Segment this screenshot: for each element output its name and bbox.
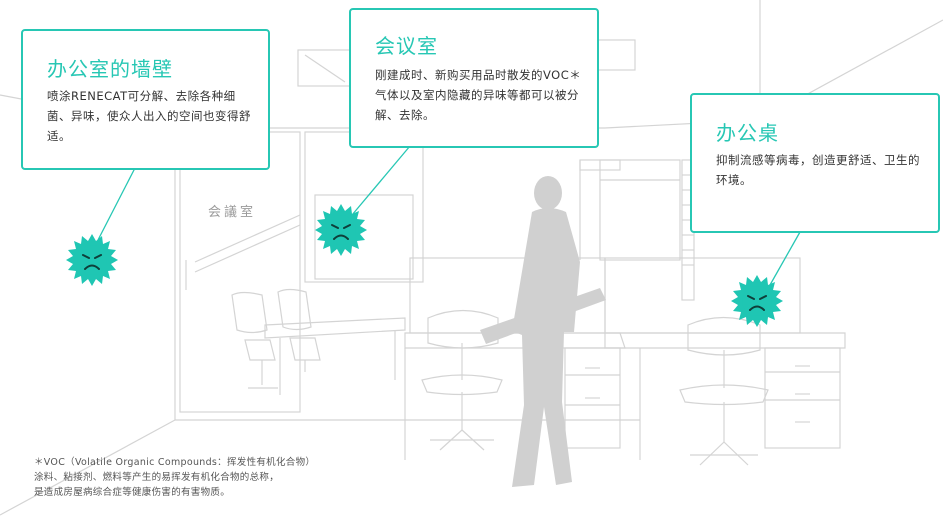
callout-meeting-room: 会议室 刚建成时、新购买用品时散发的VOC＊气体以及室内隐藏的异味等都可以被分解… <box>349 8 599 148</box>
voc-footnote: ＊VOC（Volatile Organic Compounds：挥发性有机化合物… <box>34 455 315 500</box>
callout-title: 会议室 <box>375 34 438 58</box>
callout-title: 办公室的墙壁 <box>47 57 173 81</box>
callout-body: 刚建成时、新购买用品时散发的VOC＊气体以及室内隐藏的异味等都可以被分解、去除。 <box>375 68 582 122</box>
footnote-line: 涂料、粘接剂、燃料等产生的易挥发有机化合物的总称， <box>34 472 280 483</box>
germ-icon <box>66 234 118 286</box>
germ-icon <box>315 204 367 256</box>
callout-office-wall: 办公室的墙壁 喷涂RENECAT可分解、去除各种细菌、异味，使众人出入的空间也变… <box>21 29 270 170</box>
footnote-line: ＊VOC（Volatile Organic Compounds：挥发性有机化合物… <box>34 457 316 468</box>
footnote-line: 是造成房屋病综合症等健康伤害的有害物质。 <box>34 487 231 498</box>
callout-office-desk: 办公桌 抑制流感等病毒，创造更舒适、卫生的环境。 <box>690 93 940 233</box>
germ-icon <box>731 275 783 327</box>
callout-body: 抑制流感等病毒，创造更舒适、卫生的环境。 <box>716 153 920 187</box>
callout-body: 喷涂RENECAT可分解、去除各种细菌、异味，使众人出入的空间也变得舒适。 <box>47 89 251 143</box>
callout-title: 办公桌 <box>716 121 779 145</box>
meeting-room-sign: 会議室 <box>208 205 257 220</box>
